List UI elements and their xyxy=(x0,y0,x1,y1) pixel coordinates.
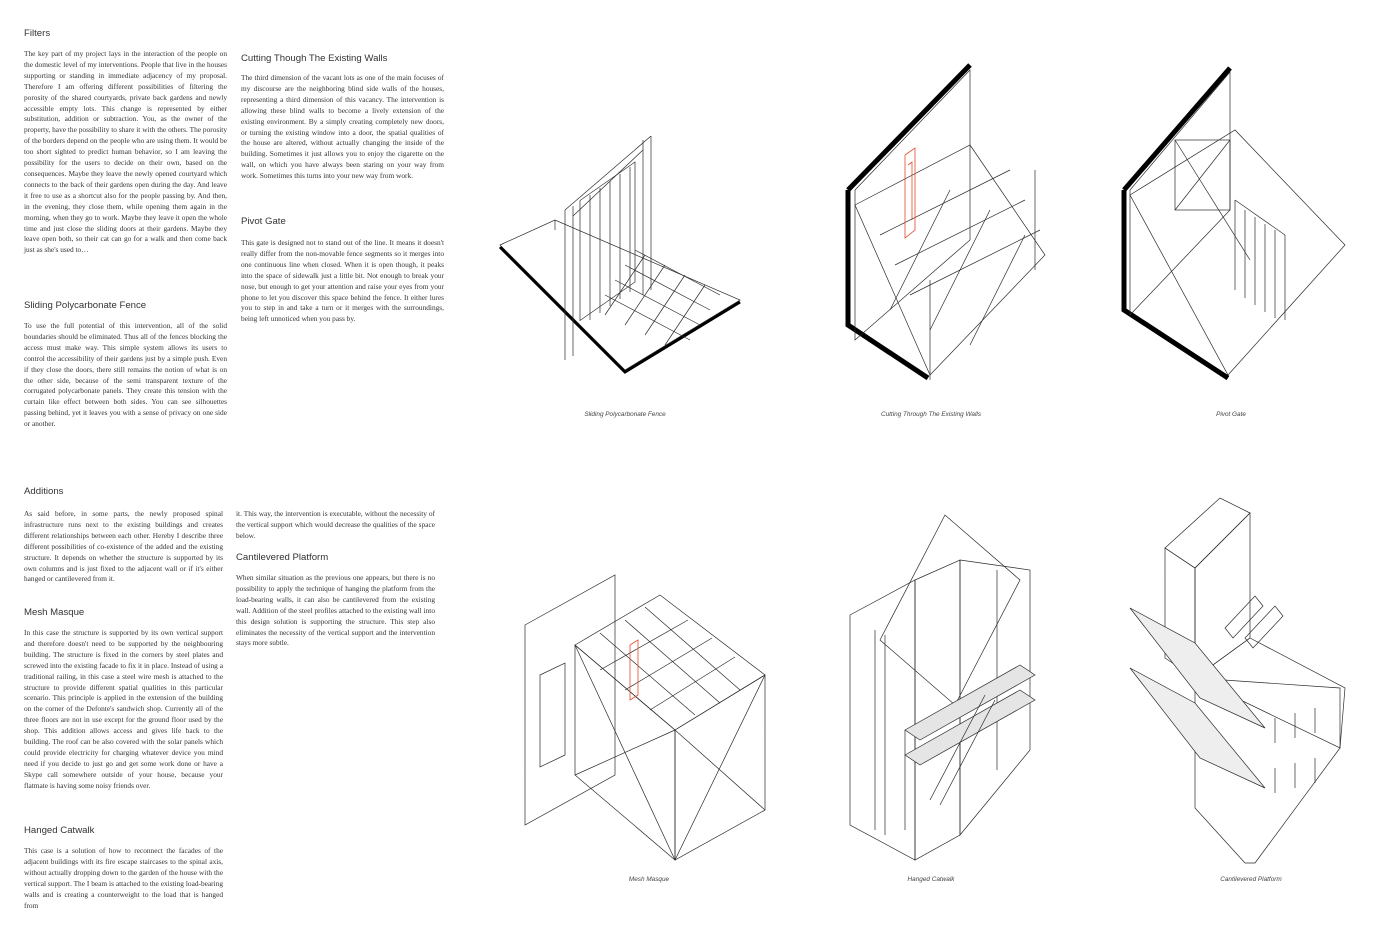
hanged-catwalk-continued: it. This way, the intervention is execut… xyxy=(236,509,435,540)
cutting-walls-drawing xyxy=(845,63,1046,381)
pivot-gate-text: This gate is designed not to stand out o… xyxy=(241,238,444,324)
hanged-catwalk-drawing xyxy=(849,514,1036,861)
hanged-catwalk-caption: Hanged Catwalk xyxy=(907,876,955,883)
sliding-fence-caption: Sliding Polycarbonate Fence xyxy=(584,411,666,418)
cantilevered-platform-heading: Cantilevered Platform xyxy=(236,552,329,563)
filters-intro: The key part of my project lays in the i… xyxy=(24,49,227,255)
cutting-walls-text: The third dimension of the vacant lots a… xyxy=(241,73,444,181)
cutting-walls-heading: Cutting Though The Existing Walls xyxy=(241,53,388,64)
cantilevered-platform-drawing xyxy=(1129,497,1346,864)
hanged-catwalk-text: This case is a solution of how to reconn… xyxy=(24,846,223,910)
additions-heading: Additions xyxy=(24,486,64,497)
cutting-walls-caption: Cutting Through The Existing Walls xyxy=(880,411,982,418)
mesh-masque-caption: Mesh Masque xyxy=(628,876,670,883)
additions-intro: As said before, in some parts, the newly… xyxy=(24,509,223,584)
mesh-masque-text: In this case the structure is supported … xyxy=(24,628,223,790)
filters-heading: Filters xyxy=(24,28,51,39)
cantilevered-platform-text: When similar situation as the previous o… xyxy=(236,573,435,648)
pivot-gate-caption: Pivot Gate xyxy=(1216,411,1246,418)
sliding-fence-heading: Sliding Polycarbonate Fence xyxy=(24,300,147,311)
pivot-gate-drawing xyxy=(1121,66,1346,381)
hanged-catwalk-heading: Hanged Catwalk xyxy=(24,825,95,836)
cantilevered-platform-caption: Cantilevered Platform xyxy=(1220,876,1282,883)
mesh-masque-heading: Mesh Masque xyxy=(24,607,85,618)
sliding-fence-text: To use the full potential of this interv… xyxy=(24,321,227,429)
mesh-masque-drawing xyxy=(524,574,766,861)
sliding-fence-drawing xyxy=(498,135,741,374)
pivot-gate-heading: Pivot Gate xyxy=(241,216,286,227)
